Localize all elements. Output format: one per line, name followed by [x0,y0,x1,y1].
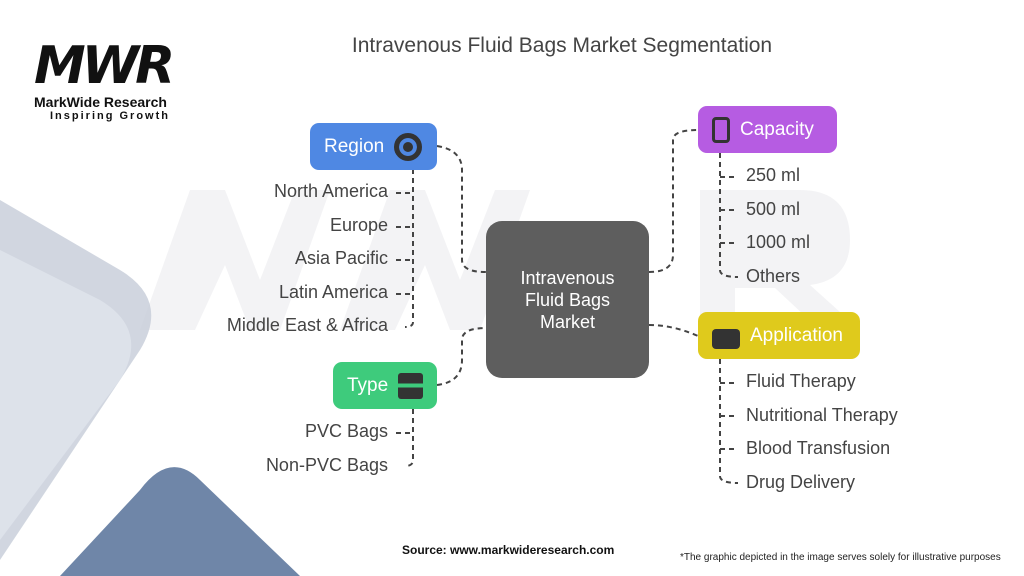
type-label: Type [347,374,389,396]
list-item: Blood Transfusion [746,438,891,458]
region-label: Region [324,135,385,157]
list-item: Asia Pacific [294,248,388,268]
application-label: Application [750,324,843,346]
list-item: 1000 ml [746,232,811,252]
list-item: North America [273,181,388,201]
category-type: Type [333,362,437,409]
list-item: Latin America [278,281,388,302]
list-item: Drug Delivery [746,471,856,492]
source-text: Source: www.markwideresearch.com [402,543,615,557]
list-item: Middle East & Africa [226,315,388,335]
category-region: Region [310,123,437,170]
page-title: Intravenous Fluid Bags Market Segmentati… [351,34,773,57]
logo: MWR MarkWide Research Inspiring Growth [34,40,194,122]
capacity-label: Capacity [740,118,814,140]
capacity-items: 250 ml 500 ml 1000 ml Others [746,165,810,299]
list-item: PVC Bags [304,421,388,441]
list-item: Europe [329,214,388,235]
logo-tagline: Inspiring Growth [50,110,170,122]
list-item: Nutritional Therapy [746,404,898,425]
list-item: Fluid Therapy [746,371,856,391]
center-node: Intravenous Fluid Bags Market [486,221,649,378]
list-item: 250 ml [746,165,801,185]
logo-mark: MWR [34,36,175,96]
category-capacity: Capacity [698,106,837,153]
disclaimer-note: *The graphic depicted in the image serve… [680,552,1001,563]
bags-icon [398,372,423,399]
logo-name: MarkWide Research [34,94,167,110]
type-items: PVC Bags Non-PVC Bags [266,421,388,488]
application-items: Fluid Therapy Nutritional Therapy Blood … [746,371,898,505]
iv-bag-icon [712,116,730,143]
globe-icon [394,132,423,161]
watermark-shapes [140,190,860,330]
medical-bag-icon [712,328,740,349]
category-application: Application [698,312,860,359]
list-item: 500 ml [746,198,801,219]
list-item: Non-PVC Bags [265,454,388,475]
list-item: Others [746,265,801,286]
region-items: North America Europe Asia Pacific Latin … [227,181,388,349]
